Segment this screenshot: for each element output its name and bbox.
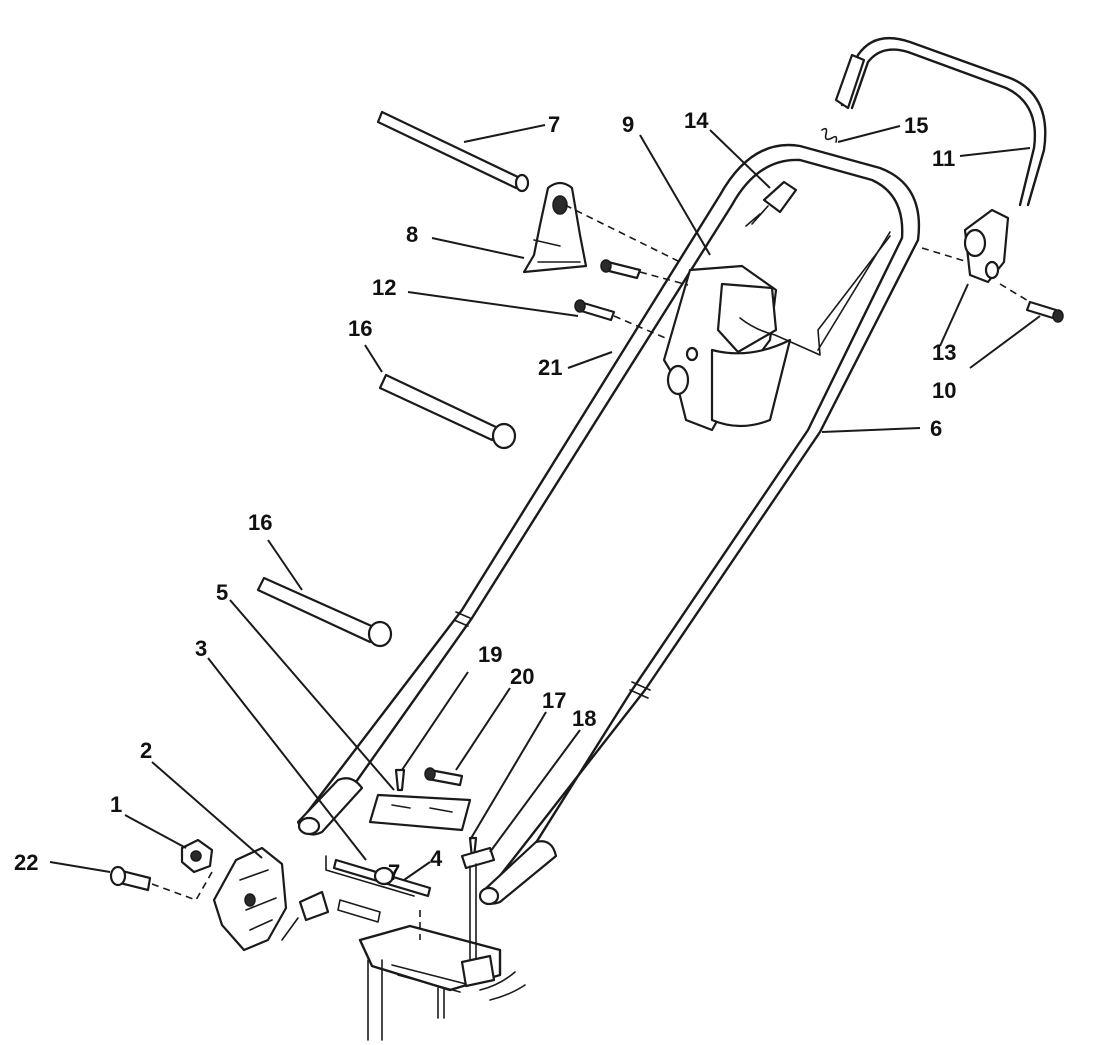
pivot-rod bbox=[325, 855, 432, 923]
clip-14 bbox=[745, 180, 798, 227]
callout-leaders bbox=[49, 124, 1041, 881]
callout-labels: 7 9 14 15 11 8 12 16 21 13 10 6 16 5 3 1… bbox=[14, 108, 956, 885]
bail-bracket bbox=[963, 208, 1010, 284]
callout-7-lower: 7 bbox=[388, 860, 400, 885]
callout-11: 11 bbox=[932, 146, 955, 171]
callout-17: 17 bbox=[542, 688, 566, 713]
callout-1: 1 bbox=[110, 792, 122, 817]
control-bail bbox=[834, 37, 1047, 207]
nut-1 bbox=[180, 838, 214, 874]
rod-7 bbox=[376, 110, 530, 193]
callout-4: 4 bbox=[430, 846, 443, 871]
bracket-8 bbox=[522, 181, 588, 274]
callout-20: 20 bbox=[510, 664, 534, 689]
callout-16-upper: 16 bbox=[348, 316, 372, 341]
rod-16-lower bbox=[256, 576, 393, 648]
callout-13: 13 bbox=[932, 340, 956, 365]
bracket-2 bbox=[212, 846, 288, 952]
callout-9: 9 bbox=[622, 112, 634, 137]
link-18 bbox=[460, 846, 496, 961]
callout-22: 22 bbox=[14, 850, 38, 875]
callout-15: 15 bbox=[904, 113, 928, 138]
callout-21: 21 bbox=[538, 355, 562, 380]
callout-3: 3 bbox=[195, 636, 207, 661]
callout-8: 8 bbox=[406, 222, 418, 247]
spring-15 bbox=[821, 127, 838, 143]
right-grip bbox=[478, 840, 558, 906]
callout-16-lower: 16 bbox=[248, 510, 272, 535]
bolt-20 bbox=[424, 767, 464, 787]
callout-7-top: 7 bbox=[548, 112, 560, 137]
cable-run bbox=[817, 231, 891, 351]
left-grip bbox=[296, 777, 364, 836]
clip-small bbox=[298, 890, 330, 922]
screw-19 bbox=[394, 768, 406, 792]
callout-18: 18 bbox=[572, 706, 596, 731]
bolt-22 bbox=[109, 865, 152, 892]
callout-2: 2 bbox=[140, 738, 152, 763]
callout-6: 6 bbox=[930, 416, 942, 441]
callout-19: 19 bbox=[478, 642, 502, 667]
callout-10: 10 bbox=[932, 378, 956, 403]
rod-16-upper bbox=[378, 373, 517, 450]
mower-base bbox=[358, 924, 526, 1041]
bolt-12 bbox=[574, 259, 642, 322]
callout-5: 5 bbox=[216, 580, 228, 605]
callout-14: 14 bbox=[684, 108, 709, 133]
callout-12: 12 bbox=[372, 275, 396, 300]
control-assembly bbox=[662, 235, 891, 432]
main-handle bbox=[298, 143, 921, 902]
screw-10 bbox=[1025, 300, 1064, 323]
plate-5 bbox=[368, 793, 472, 832]
